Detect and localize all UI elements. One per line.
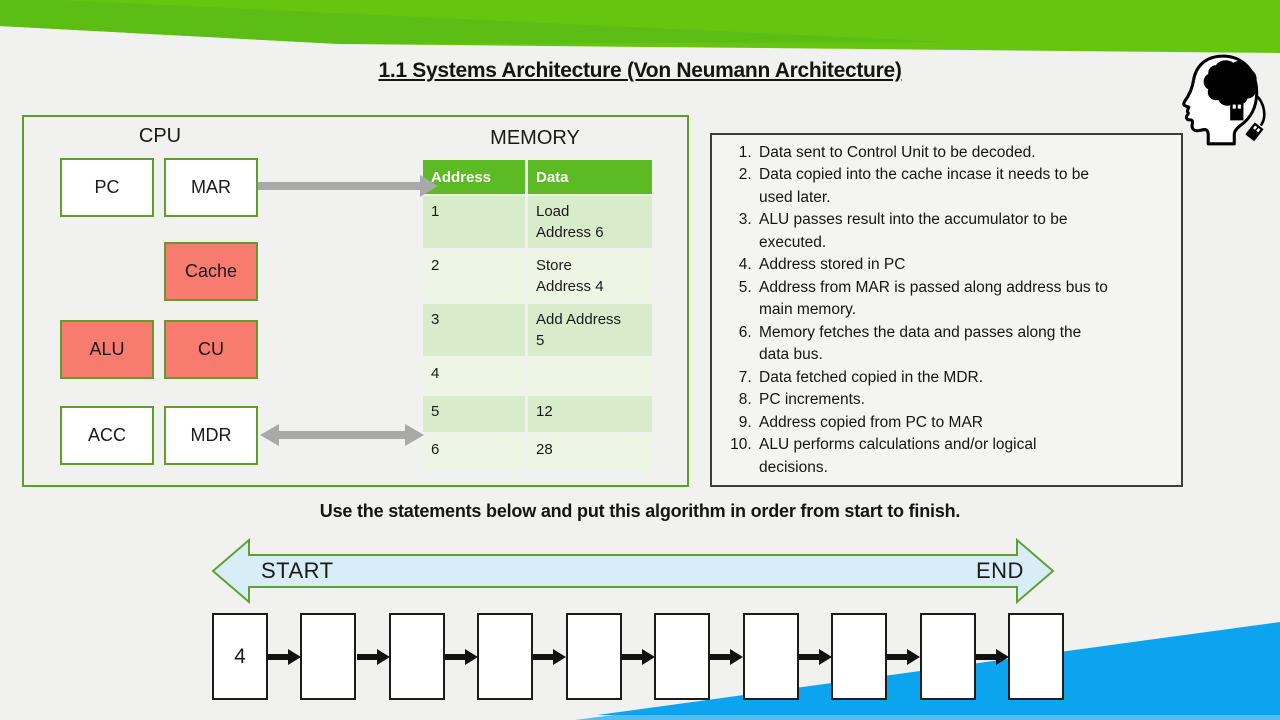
- register-box-cache: Cache: [164, 242, 258, 301]
- memory-row: 2 Store Address 4: [423, 250, 652, 302]
- banner-shade-wedge: [0, 0, 950, 44]
- statement-item: ALU passes result into the accumulator t…: [756, 209, 1151, 254]
- memory-cell-address: 5: [423, 396, 525, 432]
- memory-cell-address: 3: [423, 304, 525, 356]
- banner-shape: [0, 0, 1280, 53]
- memory-table-header-row: Address Data: [423, 160, 652, 194]
- memory-row: 6 28: [423, 434, 652, 470]
- memory-cell-data: 28: [528, 434, 652, 470]
- statement-item: Address copied from PC to MAR: [756, 412, 1151, 434]
- sequence-slot-1[interactable]: 4: [212, 613, 268, 700]
- sequence-slot-6[interactable]: [654, 613, 710, 700]
- sequence-arrow: [357, 649, 390, 665]
- usb-cable: [1254, 93, 1266, 127]
- memory-cell-address: 1: [423, 196, 525, 248]
- sequence-arrow: [710, 649, 743, 665]
- sequence-slot-5[interactable]: [566, 613, 622, 700]
- memory-cell-address: 6: [423, 434, 525, 470]
- memory-cell-data: Load Address 6: [528, 196, 652, 248]
- register-box-mar: MAR: [164, 158, 258, 217]
- statement-item: Memory fetches the data and passes along…: [756, 322, 1151, 367]
- sequence-slot-9[interactable]: [920, 613, 976, 700]
- sequence-arrow: [622, 649, 655, 665]
- cpu-label: CPU: [138, 125, 182, 147]
- sequence-arrow: [887, 649, 920, 665]
- memory-row: 5 12: [423, 396, 652, 432]
- cpu-memory-panel: CPU MEMORY PC MAR Cache ALU CU ACC MDR A…: [22, 115, 689, 487]
- statements-list: Data sent to Control Unit to be decoded.…: [714, 142, 1151, 479]
- statement-item: Address stored in PC: [756, 254, 1151, 276]
- sequence-slot-2[interactable]: [300, 613, 356, 700]
- register-box-alu: ALU: [60, 320, 154, 379]
- sequence-slot-8[interactable]: [831, 613, 887, 700]
- memory-row: 1 Load Address 6: [423, 196, 652, 248]
- page-title: 1.1 Systems Architecture (Von Neumann Ar…: [378, 59, 902, 82]
- statement-item: ALU performs calculations and/or logical…: [756, 434, 1151, 479]
- memory-label: MEMORY: [490, 127, 580, 149]
- memory-row: 4: [423, 358, 652, 394]
- timeline-arrow: [211, 537, 1055, 605]
- memory-cell-data: Store Address 4: [528, 250, 652, 302]
- register-box-mdr: MDR: [164, 406, 258, 465]
- statement-item: Address from MAR is passed along address…: [756, 277, 1151, 322]
- memory-cell-data: 12: [528, 396, 652, 432]
- statement-item: Data fetched copied in the MDR.: [756, 367, 1151, 389]
- memory-cell-address: 2: [423, 250, 525, 302]
- brain-shape: [1203, 60, 1257, 106]
- register-box-acc: ACC: [60, 406, 154, 465]
- register-box-cu: CU: [164, 320, 258, 379]
- memory-col-address: Address: [423, 160, 525, 194]
- sequence-slot-10[interactable]: [1008, 613, 1064, 700]
- timeline-end-label: END: [976, 558, 1024, 583]
- head-brain-usb-icon: [1182, 54, 1266, 146]
- sequence-slot-4[interactable]: [477, 613, 533, 700]
- instruction-text: Use the statements below and put this al…: [319, 501, 961, 521]
- sequence-arrow: [533, 649, 566, 665]
- statements-box: Data sent to Control Unit to be decoded.…: [710, 133, 1183, 487]
- statement-item: Data copied into the cache incase it nee…: [756, 164, 1151, 209]
- sequence-slot-3[interactable]: [389, 613, 445, 700]
- sequence-slot-7[interactable]: [743, 613, 799, 700]
- timeline-start-label: START: [261, 558, 334, 583]
- sequence-arrow: [445, 649, 478, 665]
- memory-row: 3 Add Address 5: [423, 304, 652, 356]
- sequence-arrow: [976, 649, 1009, 665]
- usb-plug-icon-2: [1245, 122, 1264, 142]
- sequence-arrow: [799, 649, 832, 665]
- memory-cell-data: [528, 358, 652, 394]
- statement-item: PC increments.: [756, 389, 1151, 411]
- statement-item: Data sent to Control Unit to be decoded.: [756, 142, 1151, 164]
- memory-cell-data: Add Address 5: [528, 304, 652, 356]
- usb-plug-icon: [1230, 102, 1244, 121]
- register-box-pc: PC: [60, 158, 154, 217]
- memory-table: Address Data 1 Load Address 6 2 Store Ad…: [420, 158, 655, 472]
- sequence-arrow: [268, 649, 301, 665]
- memory-col-data: Data: [528, 160, 652, 194]
- memory-cell-address: 4: [423, 358, 525, 394]
